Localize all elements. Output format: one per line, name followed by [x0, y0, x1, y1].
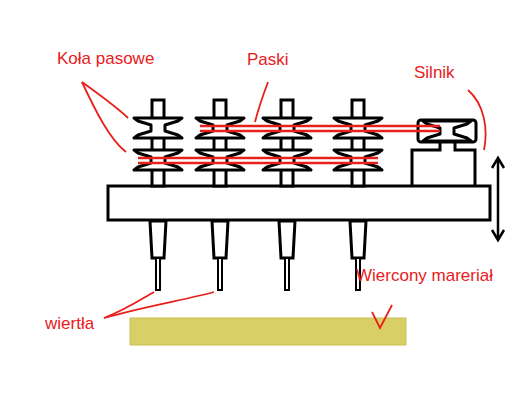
base-plate [108, 186, 490, 220]
motion-arrow [492, 158, 504, 240]
spindle [263, 100, 311, 290]
part-label: wiertła [45, 314, 94, 334]
part-label: Wiercony mareriał [356, 266, 493, 286]
leader-line [82, 82, 486, 328]
spindle [334, 100, 382, 290]
spindle [196, 100, 244, 290]
part-label: Paski [247, 50, 289, 70]
part-label: Silnik [414, 63, 455, 83]
spindle [134, 100, 182, 290]
part-label: Koła pasowe [57, 49, 154, 69]
workpiece [130, 318, 406, 345]
belt [138, 126, 440, 163]
